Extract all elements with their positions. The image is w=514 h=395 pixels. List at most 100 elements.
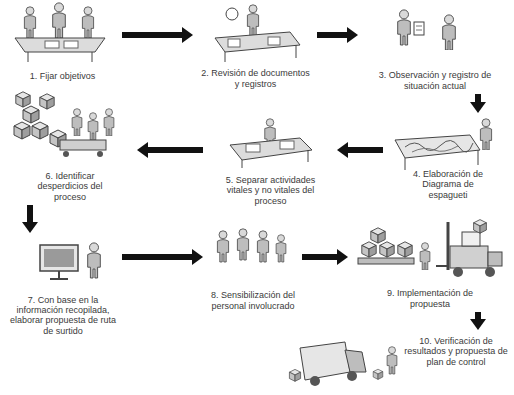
- step-label: 1. Fijar objetivos: [5, 71, 120, 81]
- flow-arrow: [122, 27, 193, 43]
- illustration-part: [416, 26, 422, 27]
- arrow-shaft: [317, 32, 349, 38]
- flow-arrow: [302, 249, 348, 265]
- flow-arrow: [137, 142, 203, 158]
- illustration-part: [88, 113, 98, 140]
- illustration-part: [247, 5, 258, 36]
- step-caption: 7. Con base en la información recopilada…: [7, 295, 119, 336]
- illustration-part: [82, 7, 93, 38]
- arrow-shaft: [27, 205, 33, 224]
- illustration-part: [443, 15, 456, 50]
- illustration-part: [242, 160, 243, 168]
- illustration-part: [230, 138, 312, 160]
- illustration-part: [97, 151, 103, 157]
- illustration-part: [217, 231, 228, 262]
- illustration-part: [237, 229, 248, 260]
- illustration-part: [53, 3, 66, 38]
- activities-icon: [230, 119, 312, 168]
- step-label: 4. Elaboración de Diagrama de espagueti: [403, 169, 493, 200]
- flow-arrow: [122, 249, 203, 265]
- illustration-part: [60, 140, 106, 150]
- step-node: 9. Implementación de propuesta: [350, 215, 510, 310]
- step-label: 10. Verificación de resultados y propues…: [404, 336, 508, 367]
- illustration-part: [215, 32, 300, 52]
- illustration-part: [50, 278, 68, 280]
- arrow-head: [470, 319, 486, 330]
- illustration-part: [488, 252, 502, 266]
- arrow-shaft: [346, 147, 383, 153]
- illustration-part: [478, 150, 479, 165]
- step-label: 7. Con base en la información recopilada…: [7, 295, 119, 336]
- arrow-head: [337, 249, 348, 265]
- arrow-head: [337, 142, 348, 158]
- illustration-part: [92, 52, 93, 62]
- staff-icon: [217, 229, 286, 262]
- step-caption: 3. Observación y registro de situación a…: [365, 70, 505, 91]
- illustration-part: [296, 45, 297, 58]
- illustration-part: [405, 140, 473, 152]
- illustration-part: [453, 267, 463, 277]
- illustration-part: [416, 30, 422, 31]
- proposal-icon: [40, 243, 100, 279]
- illustration-part: [64, 41, 78, 48]
- illustration-part: [14, 122, 30, 139]
- illustration-part: [347, 371, 357, 381]
- illustration-part: [380, 242, 394, 257]
- step-node: 8. Sensibilización del personal involucr…: [205, 222, 300, 312]
- step-caption: 10. Verificación de resultados y propues…: [404, 336, 508, 367]
- step-caption: 4. Elaboración de Diagrama de espagueti: [403, 169, 493, 200]
- arrow-shaft: [122, 32, 184, 38]
- illustration-part: [104, 109, 114, 136]
- documents-icon: [215, 5, 300, 62]
- illustration-part: [373, 369, 383, 379]
- arrow-head: [347, 27, 358, 43]
- illustration-part: [371, 228, 385, 243]
- verification-icon: [289, 342, 397, 386]
- illustration-part: [58, 271, 60, 278]
- step-node: 5. Separar actividades vitales y no vita…: [205, 115, 335, 207]
- arrow-shaft: [122, 254, 194, 260]
- illustration-part: [462, 232, 480, 246]
- illustration-part: [387, 347, 397, 374]
- illustration-part: [28, 52, 29, 62]
- illustration-part: [44, 249, 74, 267]
- illustration-part: [24, 7, 35, 38]
- step-node: 6. Identificar desperdicios del proceso: [5, 85, 135, 203]
- step-node: 10. Verificación de resultados y propues…: [285, 332, 510, 392]
- illustration-part: [257, 231, 268, 262]
- flow-arrow: [337, 142, 383, 158]
- illustration-part: [447, 222, 450, 270]
- step-caption: 6. Identificar desperdicios del proceso: [25, 171, 115, 202]
- arrow-shaft: [146, 147, 203, 153]
- illustration-part: [398, 242, 412, 257]
- illustration-part: [289, 369, 300, 381]
- step-label: 9. Implementación de propuesta: [375, 288, 485, 309]
- illustration-part: [246, 144, 260, 152]
- step-caption: 2. Revisión de documentos y registros: [198, 68, 313, 89]
- step-label: 5. Separar actividades vitales y no vita…: [213, 175, 328, 206]
- meeting-icon: [15, 3, 105, 62]
- illustration-part: [72, 109, 82, 136]
- illustration-part: [45, 41, 59, 48]
- arrow-head: [22, 222, 38, 233]
- step-caption: 8. Sensibilización del personal involucr…: [207, 290, 299, 311]
- step-caption: 5. Separar actividades vitales y no vita…: [213, 175, 328, 206]
- illustration-part: [345, 350, 366, 372]
- step-label: 2. Revisión de documentos y registros: [198, 68, 313, 89]
- illustration-part: [40, 94, 54, 109]
- illustration-part: [405, 158, 406, 170]
- arrow-head: [182, 27, 193, 43]
- step-caption: 9. Implementación de propuesta: [375, 288, 485, 309]
- step-node: 1. Fijar objetivos: [5, 2, 120, 82]
- illustration-part: [362, 242, 376, 257]
- illustration-part: [414, 22, 424, 35]
- flow-arrow: [470, 94, 486, 113]
- illustration-part: [226, 8, 238, 20]
- spaghetti-icon: [395, 119, 492, 170]
- step-caption: 1. Fijar objetivos: [5, 71, 120, 81]
- illustration-part: [268, 37, 280, 45]
- illustration-part: [23, 106, 39, 123]
- illustration-part: [32, 122, 48, 139]
- illustration-part: [88, 243, 101, 278]
